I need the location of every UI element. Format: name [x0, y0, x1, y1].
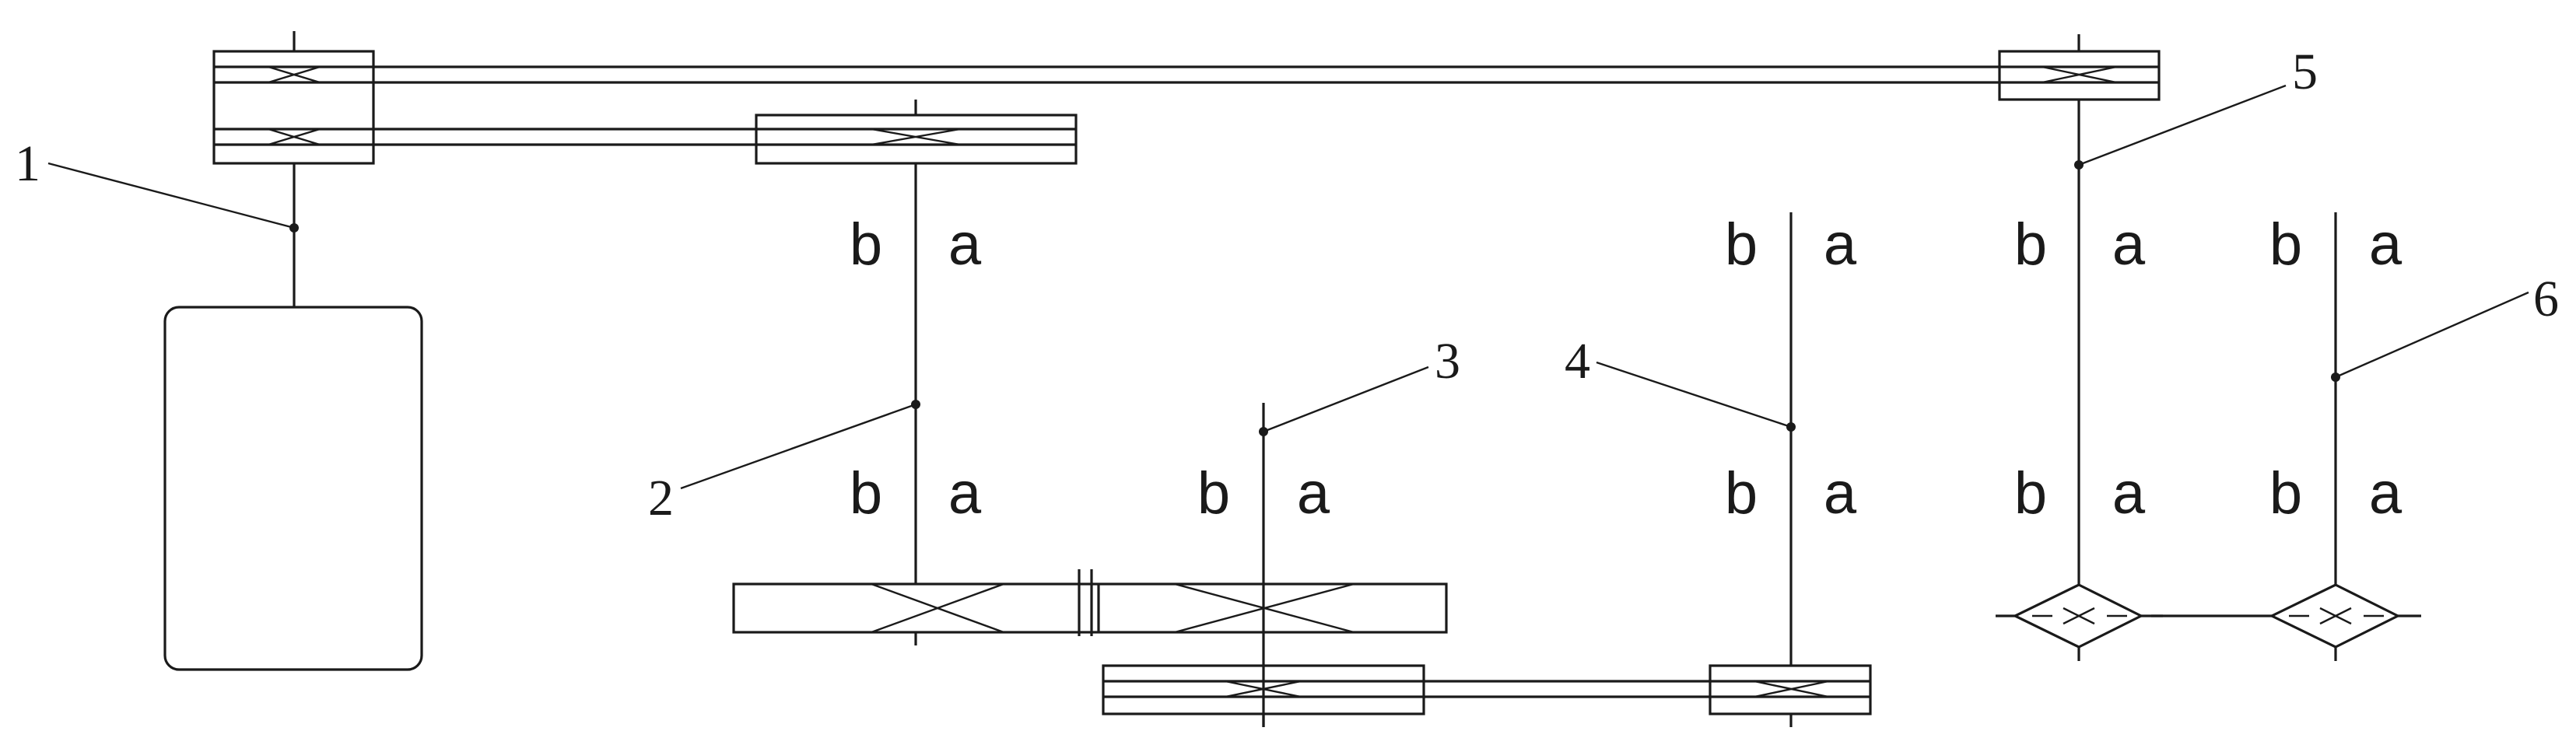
- bearing-right: a: [2369, 460, 2403, 526]
- bearing-left: b: [850, 460, 882, 526]
- bearing-left: b: [2014, 212, 2047, 278]
- coupling-6: [2269, 583, 2421, 661]
- callout-2: 2: [648, 400, 920, 526]
- bearings-shaft-3: b a: [1197, 460, 1330, 526]
- callout-5: 5: [2074, 44, 2318, 170]
- bearings-shaft-5-lower: b a: [2014, 460, 2146, 526]
- bearing-right: a: [2112, 460, 2146, 526]
- shaft-5-pulley: [1998, 34, 2161, 101]
- bearing-right: a: [1824, 212, 1857, 278]
- bearings-shaft-6-upper: b a: [2269, 212, 2403, 278]
- shaft-2-pulley: [755, 100, 1078, 165]
- bearing-left: b: [1725, 460, 1758, 526]
- bearing-left: b: [2014, 460, 2047, 526]
- bearings-shaft-2-upper: b a: [850, 212, 982, 278]
- bearings-shaft-4-lower: b a: [1725, 460, 1857, 526]
- bearings-shaft-2-lower: b a: [850, 460, 982, 526]
- bearing-right: a: [948, 212, 982, 278]
- motor-body: [163, 306, 423, 671]
- callout-label-3: 3: [1435, 333, 1460, 390]
- bearings-shaft-6-lower: b a: [2269, 460, 2403, 526]
- bottom-belt: [1422, 680, 1712, 698]
- callout-label-5: 5: [2292, 44, 2318, 100]
- motor-pulley-block: [212, 31, 375, 307]
- callout-4: 4: [1565, 333, 1796, 432]
- bearing-left: b: [1197, 460, 1230, 526]
- bearings-shaft-5-upper: b a: [2014, 212, 2146, 278]
- bearings-shaft-4-upper: b a: [1725, 212, 1857, 278]
- callout-label-2: 2: [648, 470, 674, 526]
- callout-6: 6: [2331, 271, 2559, 382]
- callout-label-4: 4: [1565, 333, 1590, 390]
- top-belt: [373, 65, 2001, 84]
- bearing-right: a: [1824, 460, 1857, 526]
- gear-pair: [732, 569, 1448, 636]
- bearing-right: a: [2112, 212, 2146, 278]
- middle-belt: [373, 128, 759, 146]
- callout-label-6: 6: [2533, 271, 2559, 327]
- bearing-left: b: [1725, 212, 1758, 278]
- callout-label-1: 1: [15, 135, 40, 192]
- bearing-right: a: [1297, 460, 1330, 526]
- bearing-left: b: [2269, 460, 2302, 526]
- bearing-right: a: [2369, 212, 2403, 278]
- bearing-left: b: [2269, 212, 2302, 278]
- shaft-4-pulley: [1709, 664, 1872, 715]
- bearing-right: a: [948, 460, 982, 526]
- callout-3: 3: [1259, 333, 1460, 436]
- shaft-3-pulley: [1102, 664, 1425, 727]
- callout-1: 1: [15, 135, 299, 233]
- bearing-left: b: [850, 212, 882, 278]
- coupling-5: [1996, 583, 2163, 661]
